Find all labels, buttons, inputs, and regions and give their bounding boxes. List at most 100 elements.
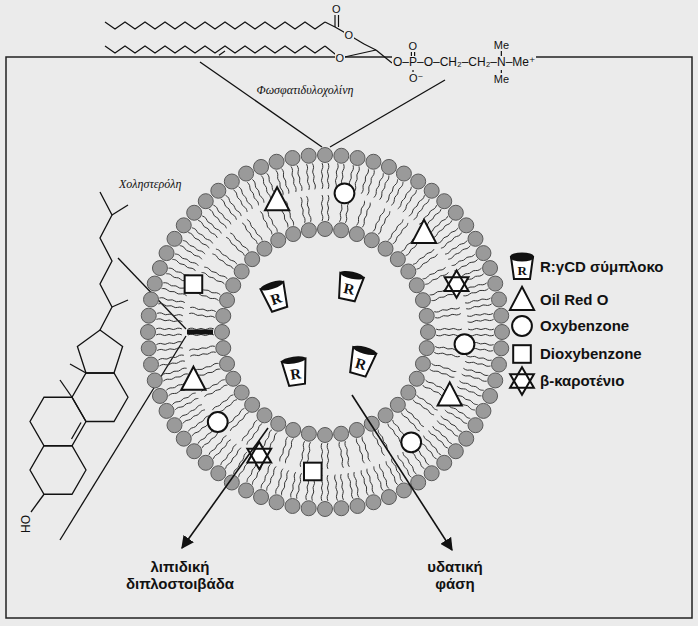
lipid-tail <box>233 452 247 474</box>
cholesterol-structure <box>72 373 128 422</box>
phosphatidylcholine-structure <box>338 14 339 27</box>
lipid-head <box>257 408 272 423</box>
lipid-head <box>141 308 156 323</box>
lipid-tail <box>285 438 293 463</box>
lipid-head <box>198 194 213 209</box>
lipid-tail <box>297 165 302 191</box>
lipid-tail <box>465 298 491 303</box>
lipid-head <box>245 397 260 412</box>
lipid-head <box>495 325 510 340</box>
star-symbol <box>445 277 469 297</box>
legend-symbol <box>510 367 534 394</box>
lipid-tail <box>468 328 494 329</box>
lipid-tail <box>448 405 470 419</box>
cholesterol-structure <box>60 380 72 397</box>
lipid-tail <box>280 437 288 462</box>
lipid-head <box>239 483 254 498</box>
lipid-head <box>234 264 249 279</box>
lipid-head <box>366 154 381 169</box>
lipid-head <box>459 218 474 233</box>
lipid-tail <box>159 298 185 303</box>
lipid-head <box>334 223 349 238</box>
lipid-head <box>220 293 235 308</box>
lipid-head <box>318 502 333 517</box>
lipid-tail <box>252 179 264 202</box>
lipid-head <box>226 278 241 293</box>
cholesterol-structure <box>30 397 86 446</box>
leader-line <box>60 62 445 540</box>
lipid-tail <box>180 246 202 260</box>
lipid-tail <box>445 410 467 424</box>
lipid-tail <box>362 203 370 228</box>
lipid-head <box>494 308 509 323</box>
lipid-head <box>476 246 491 261</box>
lipid-tail <box>172 259 195 271</box>
legend-text: R:γCD σύμπλοκο <box>540 258 663 275</box>
lipid-head <box>411 475 426 490</box>
molecule-name: Χοληστερόλη <box>118 178 182 192</box>
lipid-tail <box>157 348 183 351</box>
lipid-head <box>349 422 364 437</box>
lipid-tail <box>413 400 434 415</box>
lipid-head <box>378 241 393 256</box>
legend-symbol <box>513 345 531 363</box>
lipid-tail <box>362 437 370 462</box>
cyclodextrin-complex: R <box>255 274 294 316</box>
triangle-symbol <box>265 187 289 210</box>
lipid-tail <box>441 416 462 432</box>
lipid-tail <box>221 199 237 220</box>
lipid-tail <box>291 472 296 498</box>
phosphatidylcholine-structure <box>376 50 392 63</box>
lipid-tail <box>437 228 458 244</box>
lipid-head <box>483 388 498 403</box>
lipid-head <box>409 371 424 386</box>
cholesterol-bar <box>187 330 213 335</box>
lipid-head <box>415 293 430 308</box>
formula-text: O–P–O–CH₂–CH₂–N–Me⁺ <box>392 56 536 70</box>
lipid-head <box>187 205 202 220</box>
lipid-head <box>401 385 416 400</box>
lipid-head <box>269 154 284 169</box>
atom-label: O⁻ <box>408 72 424 85</box>
lipid-tail <box>156 163 494 501</box>
lipid-head <box>224 174 239 189</box>
lipid-tail <box>429 216 448 234</box>
lipid-tail <box>403 190 417 212</box>
cup-rim <box>281 355 306 365</box>
circle-symbol <box>208 412 228 432</box>
square-symbol <box>304 463 322 481</box>
lipid-tail <box>406 408 424 426</box>
lipid-tail <box>156 334 182 335</box>
lipid-tail <box>202 272 225 284</box>
hydroxyl-label: HO <box>20 514 34 534</box>
lipid-head <box>396 483 411 498</box>
lipid-tail <box>467 313 493 316</box>
legend-symbols <box>510 254 534 395</box>
lipid-tail <box>335 475 338 501</box>
lipid-tail <box>212 395 233 410</box>
lipid-head <box>396 166 411 181</box>
lipid-tail <box>242 420 257 441</box>
lipid-tail <box>431 293 456 301</box>
leader-line <box>60 336 186 540</box>
lipid-tail <box>388 219 403 240</box>
lipid-head <box>390 252 405 267</box>
lipid-tail <box>297 473 302 499</box>
lipid-tail <box>156 342 182 345</box>
lipid-head <box>349 227 364 242</box>
lipid-head <box>419 341 434 356</box>
lipid-tail <box>226 237 244 255</box>
lipid-tail <box>306 164 309 190</box>
lipid-head <box>152 261 167 276</box>
lipid-head <box>448 444 463 459</box>
lipid-tail <box>354 472 359 498</box>
lipid-tail <box>465 361 491 366</box>
lipid-head <box>488 276 503 291</box>
lipid-tail <box>216 249 237 264</box>
lipid-tail <box>348 473 353 499</box>
star-symbol <box>445 270 469 290</box>
cyclodextrin-complex: R <box>332 265 368 304</box>
lipid-head <box>144 292 159 307</box>
lipid-tail <box>230 233 248 251</box>
